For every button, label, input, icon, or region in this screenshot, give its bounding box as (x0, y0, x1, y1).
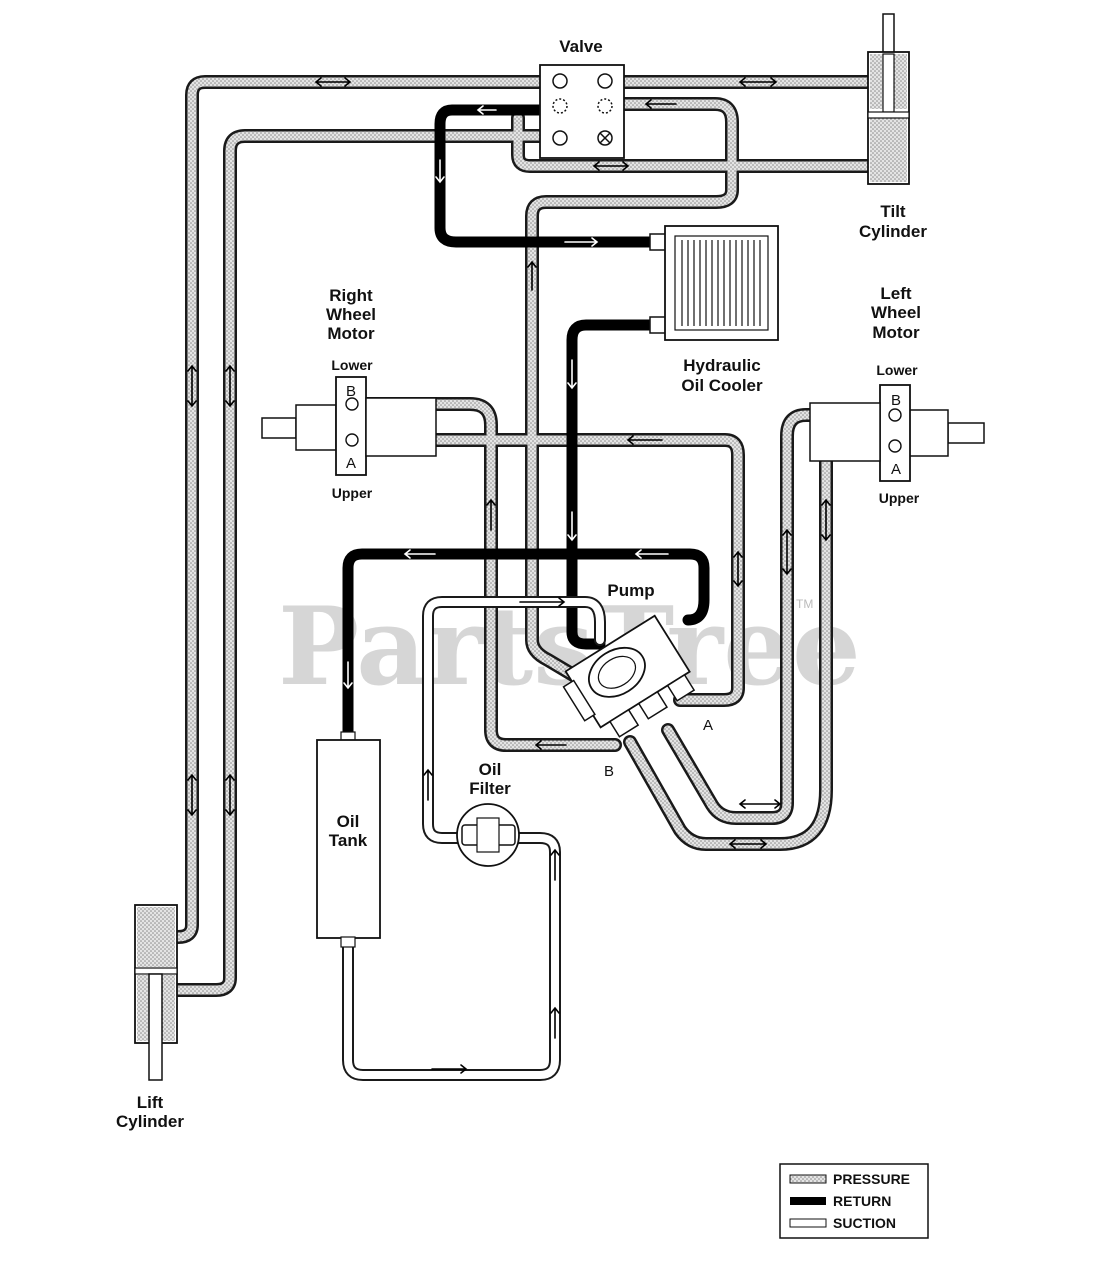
pump (562, 614, 696, 738)
lift-cylinder (134, 904, 178, 1081)
legend-return-label: RETURN (833, 1193, 891, 1209)
left-wheel-motor-label: Left (880, 284, 912, 303)
svg-text:Cylinder: Cylinder (116, 1112, 184, 1131)
oil-tank (316, 731, 381, 948)
svg-text:Motor: Motor (872, 323, 920, 342)
lift-cylinder-label: Lift (137, 1093, 164, 1112)
right-wheel-motor-label: Right (329, 286, 373, 305)
legend-suction-swatch (789, 1218, 827, 1228)
pump-port-a: A (703, 717, 713, 734)
return-line-pump-to-tank (342, 548, 710, 744)
valve-label: Valve (559, 37, 603, 56)
svg-text:Tank: Tank (329, 831, 368, 850)
left-motor-upper-label: Upper (879, 490, 920, 506)
oil-tank-label: Oil (337, 812, 360, 831)
return-line-cooler-to-pump (566, 319, 668, 650)
legend-return-swatch (790, 1197, 826, 1205)
svg-text:Motor: Motor (327, 324, 375, 343)
left-motor-lower-label: Lower (876, 362, 918, 378)
tilt-cylinder-label: Tilt (880, 202, 906, 221)
svg-text:Wheel: Wheel (871, 303, 921, 322)
right-motor-port-b: B (346, 383, 356, 400)
tilt-cylinder (867, 13, 910, 185)
pressure-lines (171, 75, 900, 997)
svg-text:Wheel: Wheel (326, 305, 376, 324)
right-wheel-motor (261, 376, 437, 476)
svg-text:TM: TM (796, 597, 813, 611)
left-motor-port-a: A (891, 461, 901, 478)
left-motor-port-b: B (891, 392, 901, 409)
hydraulic-oil-cooler (649, 225, 779, 341)
oil-filter (456, 803, 520, 867)
svg-text:Cylinder: Cylinder (859, 222, 927, 241)
pump-port-b: B (604, 763, 614, 780)
labels: Valve Tilt Cylinder Right Wheel Motor Le… (116, 37, 927, 1131)
svg-text:Filter: Filter (469, 779, 511, 798)
svg-text:Oil Cooler: Oil Cooler (681, 376, 763, 395)
legend-pressure-swatch (789, 1174, 827, 1184)
pump-label: Pump (607, 581, 654, 600)
oil-filter-label: Oil (479, 760, 502, 779)
valve (539, 64, 625, 159)
left-wheel-motor (809, 384, 985, 482)
legend-pressure-label: PRESSURE (833, 1171, 910, 1187)
right-motor-upper-label: Upper (332, 485, 373, 501)
right-motor-lower-label: Lower (331, 357, 373, 373)
hydraulic-oil-cooler-label: Hydraulic (683, 356, 760, 375)
right-motor-port-a: A (346, 455, 356, 472)
legend-suction-label: SUCTION (833, 1215, 896, 1231)
legend: PRESSURE RETURN SUCTION (779, 1163, 929, 1239)
suction-lines (342, 596, 606, 1081)
